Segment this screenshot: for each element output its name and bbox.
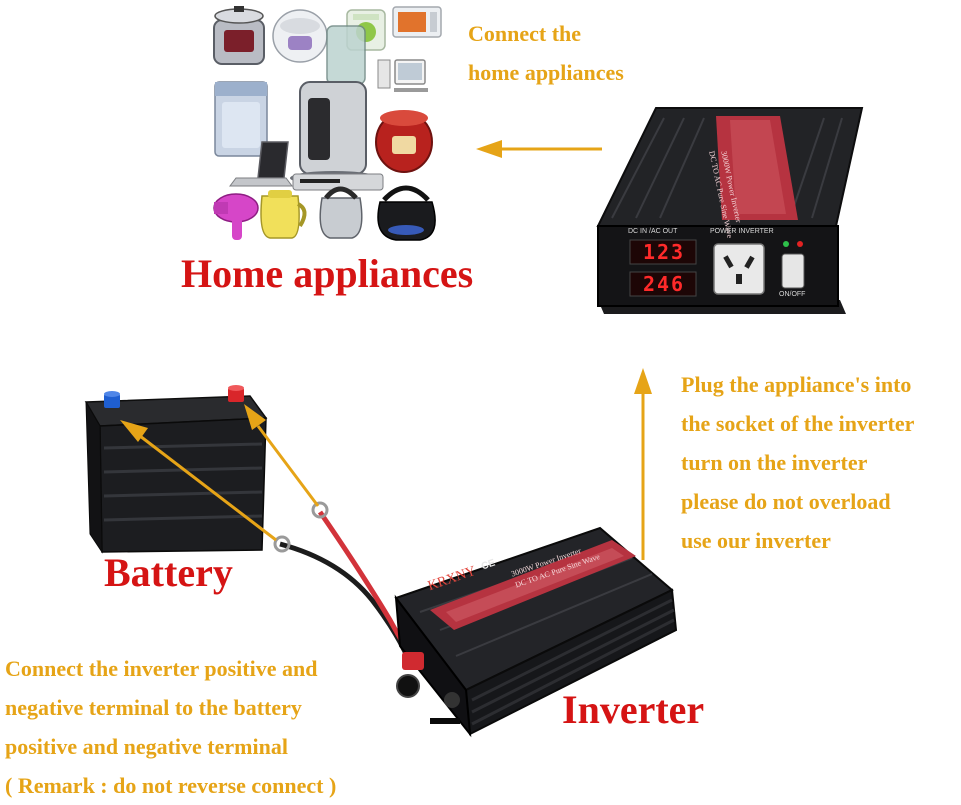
caption-line: home appliances bbox=[468, 60, 624, 85]
pressure-cooker-icon bbox=[213, 6, 265, 65]
wiring-caption: Connect the inverter positive and negati… bbox=[5, 649, 336, 805]
panel-switch-label: ON/OFF bbox=[779, 291, 806, 298]
panel-dc-in-label: DC IN /AC OUT bbox=[628, 228, 678, 235]
caption-line: turn on the inverter bbox=[681, 450, 868, 475]
voltage-out-readout: 246 bbox=[642, 272, 686, 296]
inverter-negative-terminal bbox=[396, 674, 420, 698]
microwave-icon bbox=[392, 6, 442, 38]
caption-line: Connect the inverter positive and bbox=[5, 656, 318, 681]
caption-line: Connect the bbox=[468, 21, 582, 46]
connect-appliances-caption: Connect the home appliances bbox=[468, 14, 624, 92]
laptop-icon bbox=[229, 141, 293, 187]
arrow-to-appliances bbox=[476, 140, 602, 158]
arrow-up-to-inverter bbox=[634, 368, 652, 560]
home-appliances-label: Home appliances bbox=[181, 251, 474, 296]
washing-machine-icon bbox=[214, 81, 268, 157]
arrow-to-battery-positive bbox=[244, 404, 320, 507]
caption-line: positive and negative terminal bbox=[5, 734, 288, 759]
battery-negative-terminal bbox=[104, 391, 120, 408]
caption-line: ( Remark : do not reverse connect ) bbox=[5, 773, 337, 798]
caption-line: use our inverter bbox=[681, 528, 831, 553]
red-rice-cooker-icon bbox=[375, 110, 433, 173]
arrow-to-battery-negative bbox=[120, 420, 277, 542]
hair-dryer-icon bbox=[213, 193, 259, 240]
yellow-kettle-icon bbox=[260, 190, 307, 239]
voltage-out-display bbox=[629, 271, 697, 297]
inverter-label: Inverter bbox=[562, 687, 705, 732]
panel-power-label: POWER INVERTER bbox=[710, 228, 774, 235]
voltage-in-readout: 123 bbox=[642, 240, 686, 264]
caption-line: the socket of the inverter bbox=[681, 411, 915, 436]
black-kettle-icon bbox=[377, 185, 436, 241]
battery-label: Battery bbox=[104, 550, 233, 595]
steel-kettle-icon bbox=[319, 186, 363, 239]
power-switch bbox=[781, 253, 805, 289]
inverter-positive-terminal bbox=[402, 652, 424, 670]
caption-line: negative terminal to the battery bbox=[5, 695, 302, 720]
voltage-in-display bbox=[629, 239, 697, 265]
desktop-computer-icon bbox=[377, 59, 428, 92]
caption-line: please do not overload bbox=[681, 489, 891, 514]
plug-in-caption: Plug the appliance's into the socket of … bbox=[681, 365, 914, 560]
caption-line: Plug the appliance's into bbox=[681, 372, 912, 397]
battery-positive-terminal bbox=[228, 385, 244, 402]
